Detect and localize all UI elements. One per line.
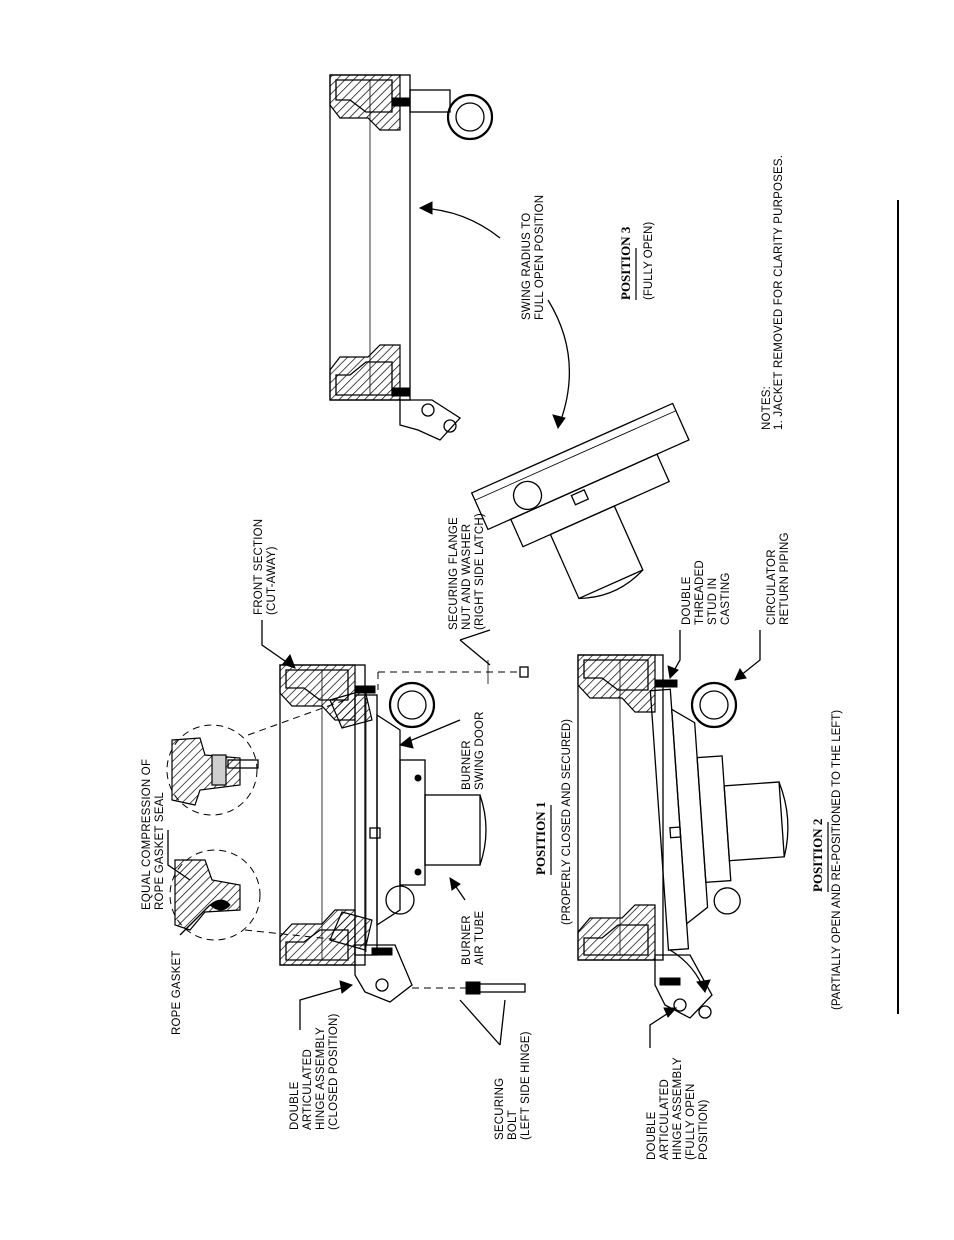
- rope-gasket-detail-circle: [169, 849, 341, 941]
- svg-text:FULL OPEN POSITION: FULL OPEN POSITION: [534, 195, 546, 320]
- label-front-section: FRONT SECTION (CUT-AWAY): [253, 519, 278, 615]
- p3-front-section: [329, 74, 494, 441]
- svg-text:CASTING: CASTING: [720, 572, 732, 625]
- label-swing-radius: SWING RADIUS TO FULL OPEN POSITION: [521, 195, 546, 320]
- note-item: 1. JACKET REMOVED FOR CLARITY PURPOSES.: [773, 155, 785, 430]
- svg-text:ARTICULATED: ARTICULATED: [659, 1079, 671, 1160]
- label-burner-swing-door: BURNER SWING DOOR: [461, 711, 486, 790]
- leader-lines: [167, 620, 761, 1048]
- svg-text:(FULLY OPEN: (FULLY OPEN: [685, 1083, 697, 1160]
- notes-block: NOTES: 1. JACKET REMOVED FOR CLARITY PUR…: [761, 155, 785, 430]
- label-circulator-return: CIRCULATOR RETURN PIPING: [766, 532, 791, 625]
- svg-text:BURNER: BURNER: [461, 740, 473, 790]
- svg-text:POSITION): POSITION): [698, 1099, 710, 1160]
- svg-text:HINGE ASSEMBLY: HINGE ASSEMBLY: [672, 1057, 684, 1160]
- svg-text:SECURING FLANGE: SECURING FLANGE: [448, 517, 460, 630]
- svg-text:CIRCULATOR: CIRCULATOR: [766, 549, 778, 625]
- svg-text:BURNER: BURNER: [461, 915, 473, 965]
- position-2-drawing: [577, 654, 789, 1019]
- svg-text:RETURN PIPING: RETURN PIPING: [779, 532, 791, 625]
- p3-open-door: [470, 402, 690, 600]
- label-equal-compression: EQUAL COMPRESSION OF ROPE GASKET SEAL: [141, 759, 166, 910]
- svg-text:(RIGHT SIDE LATCH): (RIGHT SIDE LATCH): [474, 513, 486, 630]
- svg-text:AIR TUBE: AIR TUBE: [474, 910, 486, 965]
- position-1-heading: POSITION 1: [533, 802, 548, 875]
- label-securing-bolt: SECURING BOLT (LEFT SIDE HINGE): [494, 1031, 532, 1140]
- label-burner-air-tube: BURNER AIR TUBE: [461, 910, 486, 965]
- svg-text:DOUBLE: DOUBLE: [289, 1081, 301, 1130]
- label-double-threaded-stud: DOUBLE THREADED STUD IN CASTING: [681, 560, 732, 625]
- label-rope-gasket: ROPE GASKET: [171, 950, 183, 1035]
- svg-text:(CLOSED POSITION): (CLOSED POSITION): [328, 1014, 340, 1131]
- svg-text:STUD IN: STUD IN: [707, 578, 719, 625]
- position-1-drawing: [166, 660, 529, 1003]
- notes-title: NOTES:: [761, 386, 773, 430]
- label-hinge-open: DOUBLE ARTICULATED HINGE ASSEMBLY (FULLY…: [646, 1057, 710, 1160]
- svg-text:BOLT: BOLT: [507, 1110, 519, 1140]
- position-3-drawing: [329, 74, 690, 600]
- svg-text:NUT AND WASHER: NUT AND WASHER: [461, 524, 473, 630]
- svg-text:ROPE GASKET: ROPE GASKET: [171, 950, 183, 1035]
- gasket-seal-detail-circle: [166, 699, 346, 816]
- svg-text:ROPE GASKET SEAL: ROPE GASKET SEAL: [154, 792, 166, 910]
- svg-text:(LEFT SIDE HINGE): (LEFT SIDE HINGE): [520, 1031, 532, 1140]
- svg-text:HINGE ASSEMBLY: HINGE ASSEMBLY: [315, 1027, 327, 1130]
- svg-text:SWING RADIUS TO: SWING RADIUS TO: [521, 213, 533, 320]
- svg-text:THREADED: THREADED: [694, 560, 706, 625]
- svg-text:DOUBLE: DOUBLE: [646, 1111, 658, 1160]
- position-1-caption: (PROPERLY CLOSED AND SECURED): [561, 719, 573, 925]
- svg-text:ARTICULATED: ARTICULATED: [302, 1049, 314, 1130]
- svg-text:SWING DOOR: SWING DOOR: [474, 711, 486, 790]
- svg-text:EQUAL COMPRESSION OF: EQUAL COMPRESSION OF: [141, 759, 153, 910]
- position-2-heading: POSITION 2: [810, 819, 825, 892]
- label-hinge-closed: DOUBLE ARTICULATED HINGE ASSEMBLY (CLOSE…: [289, 1014, 340, 1131]
- position-2-caption: (PARTIALLY OPEN AND RE-POSITIONED TO THE…: [831, 710, 843, 1010]
- svg-text:FRONT SECTION: FRONT SECTION: [253, 519, 265, 615]
- position-3-heading: POSITION 3: [618, 226, 633, 300]
- svg-text:DOUBLE: DOUBLE: [681, 576, 693, 625]
- label-securing-flange: SECURING FLANGE NUT AND WASHER (RIGHT SI…: [448, 513, 486, 630]
- svg-text:SECURING: SECURING: [494, 1078, 506, 1140]
- position-3-caption: (FULLY OPEN): [643, 222, 655, 300]
- svg-text:(CUT-AWAY): (CUT-AWAY): [266, 546, 278, 615]
